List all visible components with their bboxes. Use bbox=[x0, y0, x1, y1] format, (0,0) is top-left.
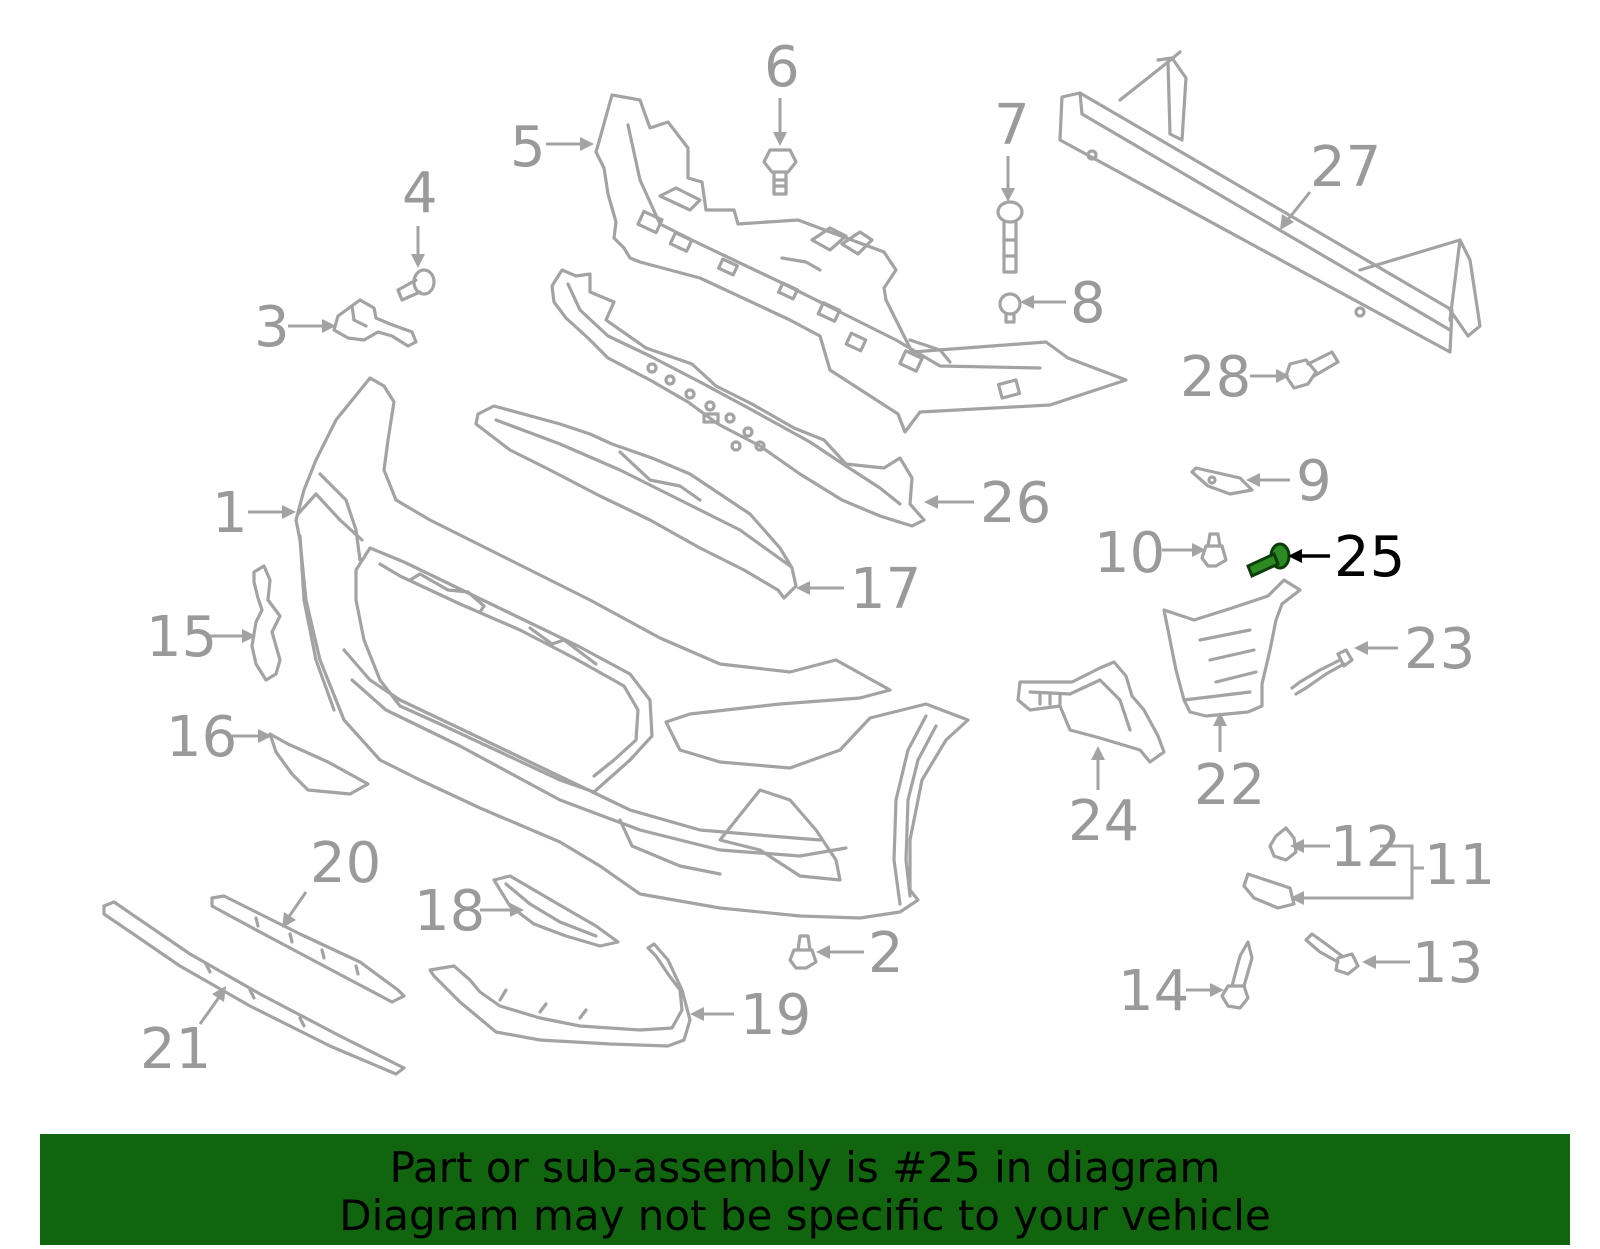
callout-23: 23 bbox=[1404, 617, 1475, 682]
callout-6: 6 bbox=[764, 35, 800, 100]
part-20-molding bbox=[210, 894, 406, 1004]
part-13-screw bbox=[1304, 932, 1360, 976]
leader-lines bbox=[198, 98, 1424, 1025]
callout-3: 3 bbox=[254, 295, 290, 360]
callout-5: 5 bbox=[510, 115, 546, 180]
part-2-nut bbox=[788, 934, 818, 970]
part-6-bolt bbox=[762, 148, 798, 196]
part-24-bracket bbox=[1016, 660, 1166, 764]
part-19-lower-trim bbox=[428, 942, 692, 1048]
callout-8: 8 bbox=[1070, 271, 1106, 336]
callout-24: 24 bbox=[1068, 789, 1139, 854]
part-17-deflector bbox=[474, 404, 798, 600]
callout-1: 1 bbox=[212, 481, 248, 546]
part-18-grille-insert bbox=[492, 874, 620, 948]
part-3-bracket bbox=[332, 298, 418, 348]
part-9-clip bbox=[1190, 466, 1254, 496]
part-5-upper-bracket bbox=[594, 93, 1128, 434]
part-23-push-pin bbox=[1290, 648, 1354, 696]
callout-labels: 1 2 3 4 5 6 7 8 9 10 11 12 13 14 15 16 1… bbox=[140, 35, 1495, 1082]
part-15-bracket bbox=[250, 564, 282, 682]
callout-21: 21 bbox=[140, 1017, 211, 1082]
part-4-screw bbox=[396, 268, 436, 302]
callout-16: 16 bbox=[166, 705, 237, 770]
part-8-nut bbox=[998, 292, 1022, 324]
callout-2: 2 bbox=[868, 921, 904, 986]
part-14-screw bbox=[1220, 940, 1254, 1010]
part-1-bumper-cover bbox=[294, 376, 970, 920]
part-27-reinforcement-beam bbox=[1058, 50, 1482, 354]
callout-22: 22 bbox=[1194, 753, 1265, 818]
banner-line-disclaimer: Diagram may not be specific to your vehi… bbox=[339, 1191, 1271, 1240]
part-10-nut bbox=[1200, 532, 1228, 568]
part-7-bolt bbox=[996, 200, 1024, 274]
callout-4: 4 bbox=[402, 161, 438, 226]
callout-14: 14 bbox=[1118, 959, 1189, 1024]
callout-13: 13 bbox=[1412, 931, 1483, 996]
callout-9: 9 bbox=[1296, 449, 1332, 514]
callout-10: 10 bbox=[1094, 521, 1165, 586]
callout-27: 27 bbox=[1310, 135, 1381, 200]
callout-28: 28 bbox=[1180, 345, 1251, 410]
info-banner: Part or sub-assembly is #25 in diagram D… bbox=[40, 1134, 1570, 1245]
callout-15: 15 bbox=[146, 605, 217, 670]
part-28-bolt bbox=[1284, 350, 1340, 390]
part-21-strip bbox=[102, 900, 406, 1076]
callout-19: 19 bbox=[740, 983, 811, 1048]
part-11-clip bbox=[1242, 872, 1296, 910]
parts-diagram: 1 2 3 4 5 6 7 8 9 10 11 12 13 14 15 16 1… bbox=[102, 35, 1495, 1082]
callout-11: 11 bbox=[1424, 833, 1495, 898]
part-16-trim bbox=[268, 732, 370, 796]
callout-20: 20 bbox=[310, 831, 381, 896]
part-12-clip bbox=[1268, 826, 1298, 862]
callout-12: 12 bbox=[1330, 815, 1401, 880]
banner-line-part-number: Part or sub-assembly is #25 in diagram bbox=[389, 1143, 1221, 1192]
part-25-screw-highlighted bbox=[1246, 542, 1291, 579]
callout-18: 18 bbox=[414, 879, 485, 944]
callout-17: 17 bbox=[850, 557, 921, 622]
callout-26: 26 bbox=[980, 471, 1051, 536]
callout-25-highlighted: 25 bbox=[1334, 525, 1405, 590]
part-26-absorber bbox=[550, 268, 926, 528]
part-22-bracket bbox=[1162, 578, 1302, 718]
callout-7: 7 bbox=[994, 93, 1030, 158]
